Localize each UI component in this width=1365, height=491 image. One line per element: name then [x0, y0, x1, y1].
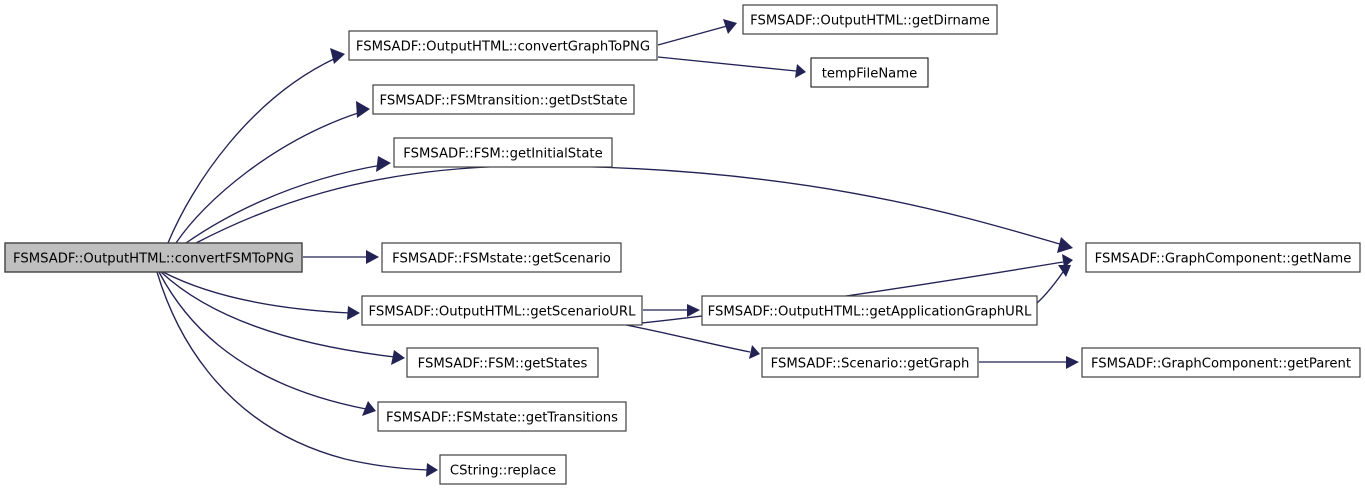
arrowhead-icon: [391, 350, 405, 365]
node-box[interactable]: [761, 347, 979, 378]
arrowhead-icon: [687, 304, 700, 317]
node-box[interactable]: [1081, 347, 1361, 378]
arrowhead-icon: [1062, 254, 1073, 268]
node-box[interactable]: [1085, 242, 1361, 273]
edge-convertFSMToPNG-to-getDstState: [175, 101, 370, 244]
node-box[interactable]: [406, 347, 599, 378]
node-label: FSMSADF::GraphComponent::getName: [1095, 252, 1352, 267]
edge-line: [156, 271, 429, 471]
edge-line: [158, 271, 367, 410]
node-label: FSMSADF::OutputHTML::convertFSMToPNG: [13, 252, 294, 267]
node-label: FSMSADF::Scenario::getGraph: [771, 357, 970, 372]
node-box[interactable]: [393, 137, 613, 168]
arrowhead-icon: [426, 463, 438, 477]
edge-convertFSMToPNG-to-getInitialState: [185, 156, 391, 244]
edge-convertGraphToPNG-to-getDirname: [657, 19, 737, 46]
node-convertGraphToPNG[interactable]: FSMSADF::OutputHTML::convertGraphToPNG: [348, 30, 658, 61]
edge-convertFSMToPNG-to-getScenarioURL: [162, 271, 360, 320]
node-getScenarioURL[interactable]: FSMSADF::OutputHTML::getScenarioURL: [361, 295, 643, 326]
edge-convertFSMToPNG-to-getName: [195, 165, 1073, 253]
edge-line: [167, 57, 337, 244]
node-tempFileName[interactable]: tempFileName: [810, 57, 929, 88]
edge-line: [657, 56, 797, 72]
edge-convertFSMToPNG-to-getStates: [160, 271, 405, 365]
node-label: tempFileName: [822, 67, 917, 82]
node-label: FSMSADF::FSMstate::getScenario: [392, 252, 611, 267]
arrowhead-icon: [376, 156, 391, 172]
node-label: FSMSADF::FSMtransition::getDstState: [380, 94, 628, 109]
arrowhead-icon: [1057, 237, 1073, 253]
node-getGraph[interactable]: FSMSADF::Scenario::getGraph: [761, 347, 979, 378]
arrowhead-icon: [1066, 356, 1079, 369]
node-label: CString::replace: [450, 464, 556, 479]
node-box[interactable]: [377, 401, 627, 432]
node-label: FSMSADF::OutputHTML::getScenarioURL: [369, 305, 637, 320]
node-getScenario[interactable]: FSMSADF::FSMstate::getScenario: [381, 242, 622, 273]
edge-getApplicationGraphURL-to-getName: [1036, 265, 1071, 304]
edge-convertFSMToPNG-to-replace: [156, 271, 438, 477]
node-box[interactable]: [4, 242, 303, 273]
node-box[interactable]: [361, 295, 643, 326]
arrowhead-icon: [362, 401, 376, 416]
node-getTransitions[interactable]: FSMSADF::FSMstate::getTransitions: [377, 401, 627, 432]
arrowhead-icon: [330, 48, 345, 64]
edge-getGraph-to-getParent: [979, 356, 1079, 369]
edge-line: [625, 324, 751, 353]
node-box[interactable]: [381, 242, 622, 273]
node-box[interactable]: [810, 57, 929, 88]
edge-convertGraphToPNG-to-tempFileName: [657, 56, 806, 78]
arrowhead-icon: [356, 101, 370, 118]
node-convertFSMToPNG[interactable]: FSMSADF::OutputHTML::convertFSMToPNG: [4, 242, 303, 273]
node-label: FSMSADF::FSM::getInitialState: [403, 147, 602, 162]
node-getName[interactable]: FSMSADF::GraphComponent::getName: [1085, 242, 1361, 273]
node-label: FSMSADF::OutputHTML::getDirname: [750, 14, 990, 29]
node-label: FSMSADF::FSM::getStates: [418, 357, 588, 372]
node-getDstState[interactable]: FSMSADF::FSMtransition::getDstState: [372, 84, 635, 115]
edge-line: [175, 111, 362, 244]
node-getInitialState[interactable]: FSMSADF::FSM::getInitialState: [393, 137, 613, 168]
node-box[interactable]: [372, 84, 635, 115]
nodes-layer: FSMSADF::OutputHTML::convertFSMToPNGFSMS…: [4, 4, 1361, 485]
node-label: FSMSADF::OutputHTML::getApplicationGraph…: [708, 305, 1032, 320]
arrowhead-icon: [723, 19, 737, 34]
node-getParent[interactable]: FSMSADF::GraphComponent::getParent: [1081, 347, 1361, 378]
node-box[interactable]: [701, 295, 1038, 326]
edge-line: [657, 25, 728, 46]
node-box[interactable]: [348, 30, 658, 61]
edge-convertFSMToPNG-to-getTransitions: [158, 271, 376, 416]
arrowhead-icon: [1058, 265, 1071, 277]
arrowhead-icon: [347, 306, 360, 320]
node-getApplicationGraphURL[interactable]: FSMSADF::OutputHTML::getApplicationGraph…: [701, 295, 1038, 326]
node-label: FSMSADF::OutputHTML::convertGraphToPNG: [356, 40, 650, 55]
node-box[interactable]: [742, 4, 998, 35]
edge-getScenarioURL-to-getApplicationGraphURL: [643, 304, 700, 317]
edge-line: [1036, 271, 1064, 304]
node-box[interactable]: [439, 454, 567, 485]
node-replace[interactable]: CString::replace: [439, 454, 567, 485]
node-label: FSMSADF::GraphComponent::getParent: [1091, 357, 1351, 372]
node-label: FSMSADF::FSMstate::getTransitions: [386, 411, 618, 426]
edges-layer: [156, 19, 1079, 477]
edge-line: [160, 271, 396, 358]
arrowhead-icon: [366, 250, 379, 264]
node-getDirname[interactable]: FSMSADF::OutputHTML::getDirname: [742, 4, 998, 35]
edge-line: [162, 271, 351, 314]
edge-convertFSMToPNG-to-convertGraphToPNG: [167, 48, 345, 244]
arrowhead-icon: [795, 64, 806, 78]
edge-line: [185, 164, 383, 244]
node-getStates[interactable]: FSMSADF::FSM::getStates: [406, 347, 599, 378]
edge-convertFSMToPNG-to-getScenario: [303, 250, 379, 264]
arrowhead-icon: [749, 345, 760, 359]
edge-getScenarioURL-to-getGraph: [625, 324, 760, 359]
